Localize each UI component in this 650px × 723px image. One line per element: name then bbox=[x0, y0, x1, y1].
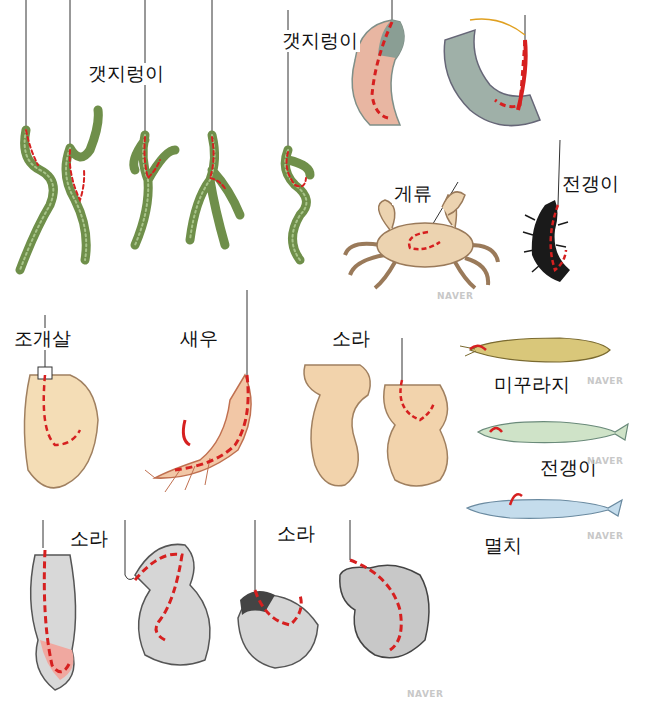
bait-label: 갯지렁이 bbox=[86, 63, 166, 85]
bait-label: 미꾸라지 bbox=[492, 374, 572, 396]
bait-label: 게류 bbox=[392, 183, 434, 205]
bait-label: 전갱이 bbox=[560, 173, 621, 195]
bait-label: 소라 bbox=[330, 328, 372, 350]
bait-label: 새우 bbox=[178, 328, 220, 350]
bait-label: 조개살 bbox=[12, 328, 73, 350]
watermark: NAVER bbox=[585, 456, 625, 466]
watermark: NAVER bbox=[585, 531, 625, 541]
bait-label: 소라 bbox=[68, 528, 110, 550]
bait-label: 갯지렁이 bbox=[280, 30, 360, 52]
watermark: NAVER bbox=[435, 291, 475, 301]
bait-label: 멸치 bbox=[482, 535, 524, 557]
watermark: NAVER bbox=[405, 689, 445, 699]
watermark: NAVER bbox=[585, 376, 625, 386]
bait-label: 소라 bbox=[275, 523, 317, 545]
